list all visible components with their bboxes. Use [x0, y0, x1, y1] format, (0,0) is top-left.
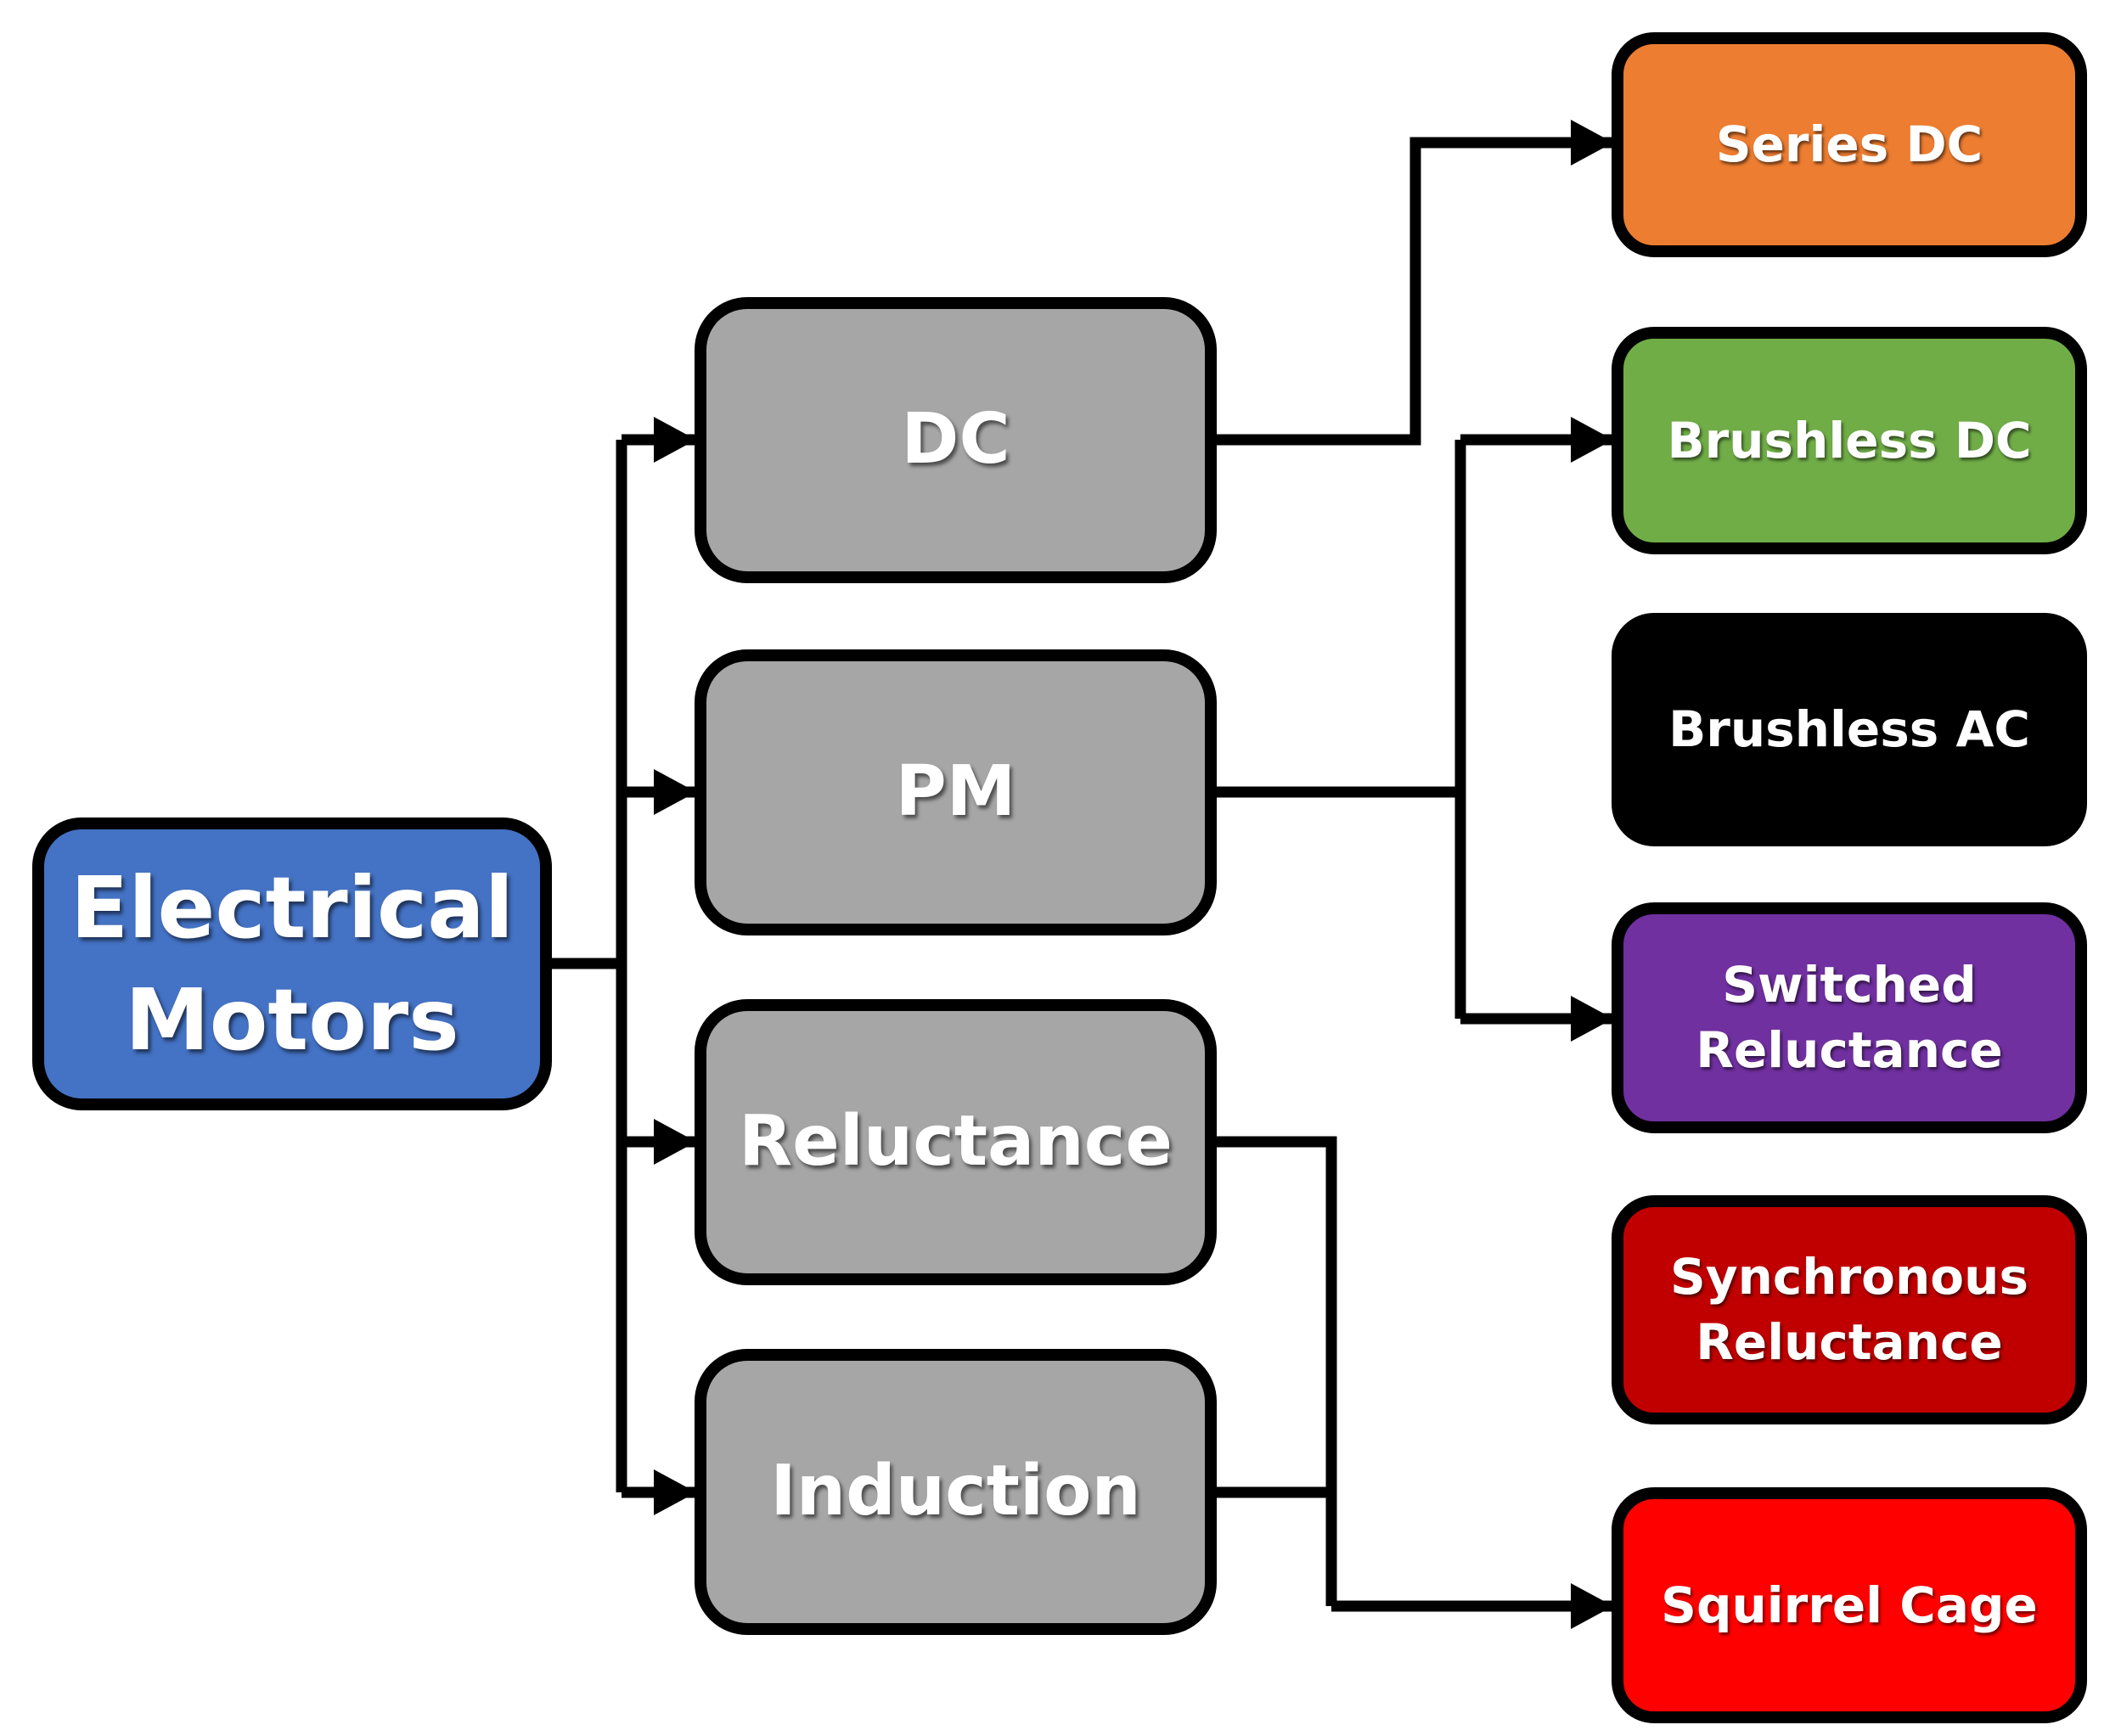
synchronous-reluctance-node: Synchronous Reluctance	[1612, 1195, 2087, 1424]
switched-reluctance-line1: Switched	[1722, 956, 1977, 1014]
root-label: Electrical Motors	[70, 852, 514, 1076]
brushless-ac-label: Brushless AC	[1668, 700, 2030, 759]
switched-reluctance-label: Switched Reluctance	[1696, 952, 2002, 1082]
root-label-line2: Motors	[125, 969, 459, 1070]
squirrel-cage-node: Squirrel Cage	[1612, 1487, 2087, 1723]
induction-node: Induction	[695, 1349, 1217, 1635]
reluctance-label: Reluctance	[739, 1101, 1173, 1183]
brushless-dc-node: Brushless DC	[1612, 327, 2087, 554]
root-label-line1: Electrical	[70, 857, 515, 958]
induction-label: Induction	[770, 1451, 1141, 1532]
connector-reluctance	[1217, 1136, 1337, 1606]
series-dc-node: Series DC	[1612, 32, 2087, 257]
dc-node: DC	[695, 297, 1217, 583]
pm-node: PM	[695, 649, 1217, 935]
series-dc-label: Series DC	[1715, 115, 1983, 174]
pm-label: PM	[895, 751, 1016, 833]
synchronous-reluctance-line2: Reluctance	[1696, 1313, 2003, 1371]
synchronous-reluctance-line1: Synchronous	[1670, 1248, 2028, 1306]
brushless-dc-label: Brushless DC	[1667, 411, 2032, 469]
dc-label: DC	[901, 399, 1010, 480]
reluctance-node: Reluctance	[695, 999, 1217, 1285]
synchronous-reluctance-label: Synchronous Reluctance	[1670, 1244, 2028, 1374]
arrow-dc-to-series-dc	[1217, 120, 1613, 446]
squirrel-cage-label: Squirrel Cage	[1661, 1576, 2038, 1634]
switched-reluctance-node: Switched Reluctance	[1612, 902, 2087, 1133]
electrical-motors-node: Electrical Motors	[32, 817, 552, 1110]
brushless-ac-node: Brushless AC	[1612, 613, 2087, 846]
switched-reluctance-line2: Reluctance	[1696, 1021, 2003, 1079]
